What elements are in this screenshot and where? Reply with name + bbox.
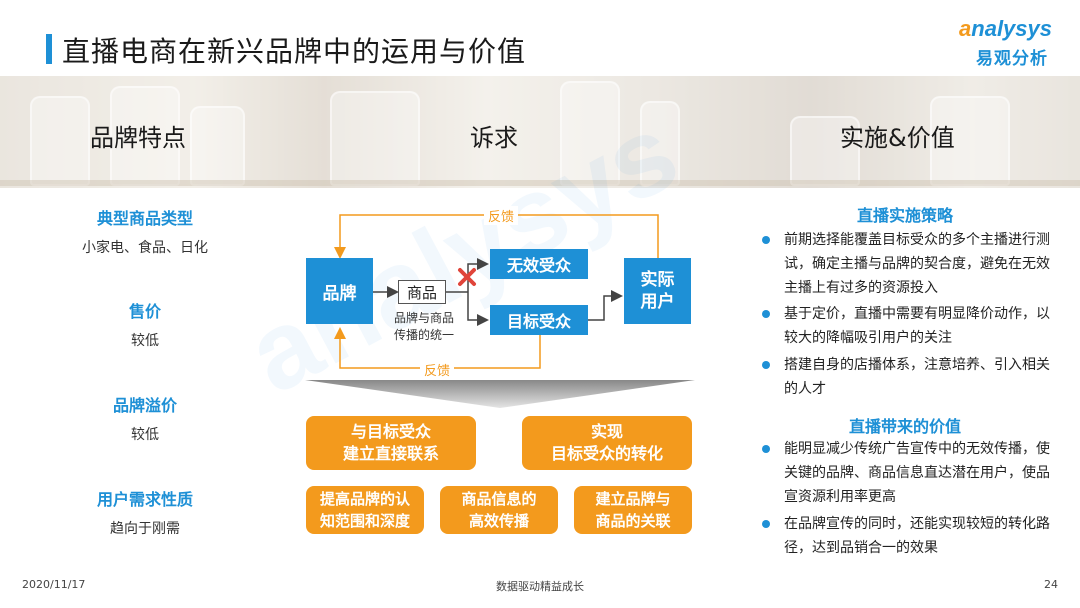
- feedback-label-top: 反馈: [484, 206, 519, 225]
- actual-users-box: 实际 用户: [624, 258, 691, 324]
- strategy-item: 搭建自身的店播体系，注意培养、引入相关的人才: [762, 353, 1060, 401]
- trait-brand-premium: 品牌溢价 较低: [112, 396, 177, 443]
- goods-note: 品牌与商品 传播的统一: [393, 311, 454, 342]
- value-heading: 直播带来的价值: [848, 417, 961, 436]
- page-number: 24: [1044, 578, 1058, 591]
- title-accent-bar: [46, 34, 52, 64]
- strategy-heading: 直播实施策略: [856, 206, 953, 225]
- analysys-logo: analysys 易观分析: [942, 16, 1052, 72]
- strategy-item: 前期选择能覆盖目标受众的多个主播进行测试，确定主播与品牌的契合度，避免在无效主播…: [762, 228, 1060, 300]
- target-audience-box: 目标受众: [490, 305, 588, 335]
- demand-brand-awareness: 提高品牌的认 知范围和深度: [306, 486, 424, 534]
- logo-wordmark: analysys: [959, 16, 1052, 41]
- trait-goods-type: 典型商品类型 小家电、食品、日化: [82, 209, 208, 256]
- goods-box: 商品: [398, 280, 446, 304]
- trait-price: 售价 较低: [128, 302, 161, 349]
- strategy-item: 基于定价，直播中需要有明显降价动作，以较大的降幅吸引用户的关注: [762, 302, 1060, 350]
- header-banner-image: [0, 76, 1080, 188]
- blocked-cross-icon: [458, 268, 476, 286]
- page-title: 直播电商在新兴品牌中的运用与价值: [62, 35, 527, 68]
- demand-conversion: 实现 目标受众的转化: [522, 416, 692, 470]
- value-item: 能明显减少传统广告宣传中的无效传播，使关键的品牌、商品信息直达潜在用户，使品宣资…: [762, 437, 1060, 509]
- column-head-implementation-value: 实施&价值: [840, 124, 955, 152]
- brand-box: 品牌: [306, 258, 373, 324]
- footer-date: 2020/11/17: [22, 578, 86, 591]
- demand-direct-contact: 与目标受众 建立直接联系: [306, 416, 476, 470]
- column-head-demands: 诉求: [470, 124, 518, 152]
- value-item: 在品牌宣传的同时，还能实现较短的转化路径，达到品销合一的效果: [762, 512, 1060, 560]
- logo-chinese-name: 易观分析: [976, 49, 1048, 69]
- column-head-brand-traits: 品牌特点: [90, 124, 186, 152]
- trait-user-need: 用户需求性质 趋向于刚需: [96, 490, 193, 537]
- demand-info-spread: 商品信息的 高效传播: [440, 486, 558, 534]
- footer-slogan: 数据驱动精益成长: [496, 580, 584, 593]
- demand-brand-goods-link: 建立品牌与 商品的关联: [574, 486, 692, 534]
- feedback-label-bottom: 反馈: [420, 360, 455, 379]
- invalid-audience-box: 无效受众: [490, 249, 588, 279]
